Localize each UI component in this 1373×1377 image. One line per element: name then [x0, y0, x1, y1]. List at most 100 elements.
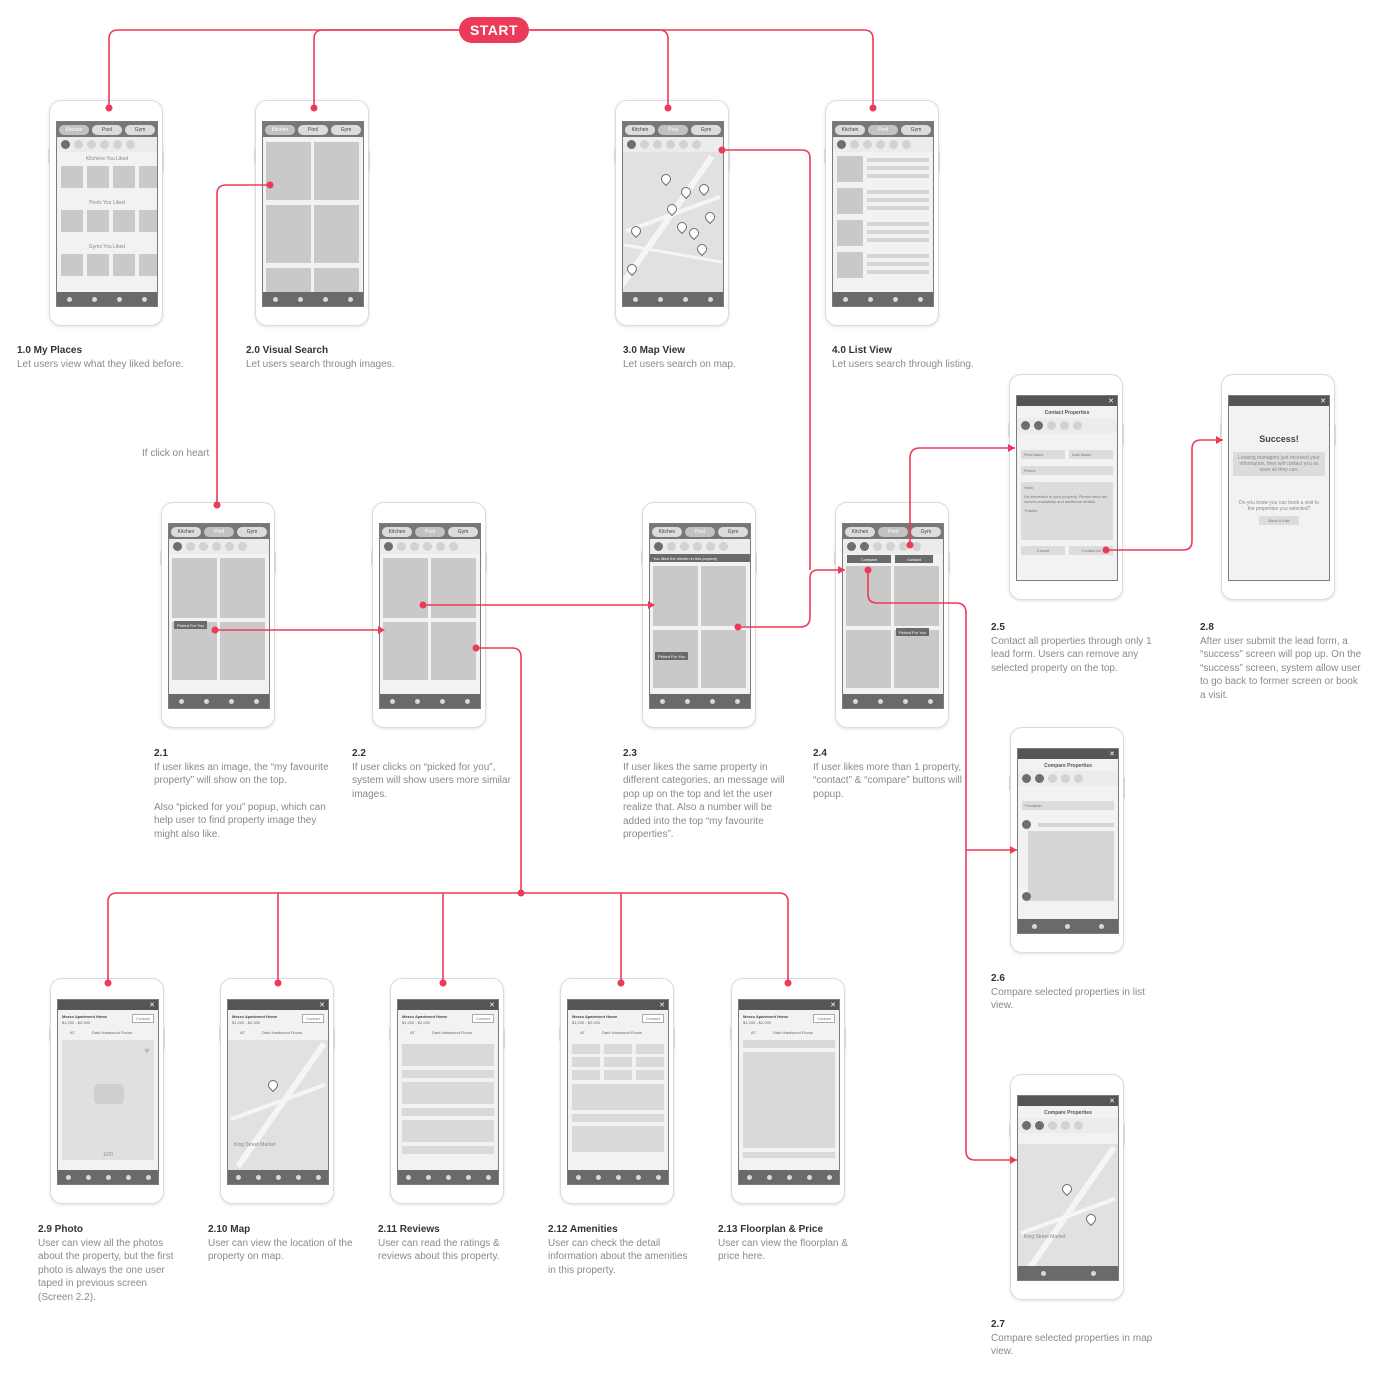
message-field[interactable]: Hello, I'm interested in your property. … [1021, 482, 1113, 540]
phone-2-6-compare-list[interactable]: ✕ Compare Properties Floorplan [1009, 727, 1125, 953]
tab-pool[interactable]: Pool [658, 124, 688, 135]
phone-2-10-map[interactable]: ✕ Mezzo Apartment Home $1,200 - $2,000 C… [219, 978, 335, 1204]
connector-start-to-3-0 [529, 29, 669, 108]
feature-b: Dark Hardwood Floors [773, 1030, 814, 1035]
contact-button[interactable]: Contact [132, 1014, 154, 1023]
tab-pool[interactable]: Pool [685, 526, 715, 537]
feature-a: AT [70, 1030, 75, 1035]
first-name-field[interactable]: First Name [1021, 450, 1065, 459]
heart-icon[interactable]: ♥ [144, 1046, 150, 1057]
contact-button[interactable]: Contact [895, 555, 933, 563]
floorplan-select[interactable]: Floorplan [1022, 801, 1114, 810]
close-icon[interactable]: ✕ [1109, 751, 1115, 758]
connector-to-2-13 [521, 892, 789, 983]
tab-gym[interactable]: Gym [691, 124, 721, 135]
phone-2-9-photo[interactable]: ✕ Mezzo Apartment Home $1,200 - $2,000 C… [49, 978, 165, 1204]
tab-gym[interactable]: Gym [901, 124, 931, 135]
property-price: $1,200 - $2,000 [232, 1020, 261, 1025]
map-street-label: King Street Market [234, 1142, 276, 1148]
tab-gym[interactable]: Gym [125, 124, 155, 135]
contact-button[interactable]: Contact [642, 1014, 664, 1023]
cancel-button[interactable]: Cancel [1021, 546, 1065, 555]
close-icon[interactable]: ✕ [149, 1002, 155, 1009]
phone-2-7-compare-map[interactable]: ✕ Compare Properties King Street Market [1009, 1074, 1125, 1300]
tab-pool[interactable]: Pool [92, 124, 122, 135]
tab-pool[interactable]: Pool [868, 124, 898, 135]
feature-b: Dark Hardwood Floors [432, 1030, 473, 1035]
property-price: $1,200 - $2,000 [572, 1020, 601, 1025]
tab-kitchen[interactable]: Kitchen [59, 124, 89, 135]
property-name: Mezzo Apartment Home [572, 1014, 618, 1019]
close-icon[interactable]: ✕ [1320, 398, 1326, 405]
tab-kitchen[interactable]: Kitchen [835, 124, 865, 135]
picked-for-you-popup[interactable]: Picked For You [174, 621, 207, 629]
close-icon[interactable]: ✕ [1109, 1098, 1115, 1105]
book-visit-button[interactable]: Book A Visit [1259, 516, 1299, 525]
tab-pool[interactable]: Pool [415, 526, 445, 537]
close-icon[interactable]: ✕ [319, 1002, 325, 1009]
picked-for-you-popup[interactable]: Picked For You [655, 652, 688, 660]
start-node: START [459, 17, 529, 43]
last-name-field[interactable]: Last Name [1069, 450, 1113, 459]
phone-2-8-success[interactable]: ✕ Success! Leasing managers just receive… [1220, 374, 1336, 600]
tab-pool[interactable]: Pool [204, 526, 234, 537]
tab-kitchen[interactable]: Kitchen [382, 526, 412, 537]
contact-button[interactable]: Contact [472, 1014, 494, 1023]
screen-2-9: ✕ Mezzo Apartment Home $1,200 - $2,000 C… [57, 999, 159, 1185]
feature-b: Dark Hardwood Floors [262, 1030, 303, 1035]
tab-gym[interactable]: Gym [448, 526, 478, 537]
close-icon[interactable]: ✕ [489, 1002, 495, 1009]
message-thanks: Thanks, [1024, 508, 1039, 513]
close-icon[interactable]: ✕ [830, 1002, 836, 1009]
feature-b: Dark Hardwood Floors [602, 1030, 643, 1035]
gyms-liked-label: Gyms You Liked [88, 244, 126, 250]
picked-for-you-popup[interactable]: Picked For You [896, 628, 929, 636]
tab-pool[interactable]: Pool [878, 526, 908, 537]
message-hello: Hello, [1024, 485, 1035, 490]
compare-button[interactable]: Compare [847, 555, 891, 563]
tab-kitchen[interactable]: Kitchen [652, 526, 682, 537]
tab-gym[interactable]: Gym [911, 526, 941, 537]
phone-2-11-reviews[interactable]: ✕ Mezzo Apartment Home $1,200 - $2,000 C… [389, 978, 505, 1204]
tab-pool[interactable]: Pool [298, 124, 328, 135]
tab-gym[interactable]: Gym [331, 124, 361, 135]
visit-question: Do you know you can book a visit to the … [1239, 500, 1319, 512]
close-icon[interactable]: ✕ [1108, 398, 1114, 405]
phone-2-12-amenities[interactable]: ✕ Mezzo Apartment Home $1,200 - $2,000 C… [559, 978, 675, 1204]
feature-b: Dark Hardwood Floors [92, 1030, 133, 1035]
connector-start-to-4-0 [529, 29, 874, 108]
contact-button[interactable]: Contact [813, 1014, 835, 1023]
click-heart-note: If click on heart [142, 448, 210, 459]
success-title: Success! [1259, 434, 1299, 444]
phone-2-13-floorplan[interactable]: ✕ Mezzo Apartment Home $1,200 - $2,000 C… [730, 978, 846, 1204]
screen-2-13: ✕ Mezzo Apartment Home $1,200 - $2,000 C… [738, 999, 840, 1185]
tab-kitchen[interactable]: Kitchen [625, 124, 655, 135]
close-icon[interactable]: ✕ [659, 1002, 665, 1009]
phone-field[interactable]: Phone [1021, 466, 1113, 475]
tab-kitchen[interactable]: Kitchen [171, 526, 201, 537]
tab-gym[interactable]: Gym [718, 526, 748, 537]
property-price: $1,200 - $2,000 [62, 1020, 91, 1025]
tab-kitchen[interactable]: Kitchen [845, 526, 875, 537]
phone-2-5-contact[interactable]: ✕ Contact Properties First Name Last Nam… [1008, 374, 1124, 600]
contact-all-button[interactable]: Contact All [1069, 546, 1113, 555]
success-message: Leasing managers just received your info… [1233, 452, 1325, 476]
feature-a: AT [751, 1030, 756, 1035]
tab-gym[interactable]: Gym [237, 526, 267, 537]
contact-button[interactable]: Contact [302, 1014, 324, 1023]
tab-kitchen[interactable]: Kitchen [265, 124, 295, 135]
